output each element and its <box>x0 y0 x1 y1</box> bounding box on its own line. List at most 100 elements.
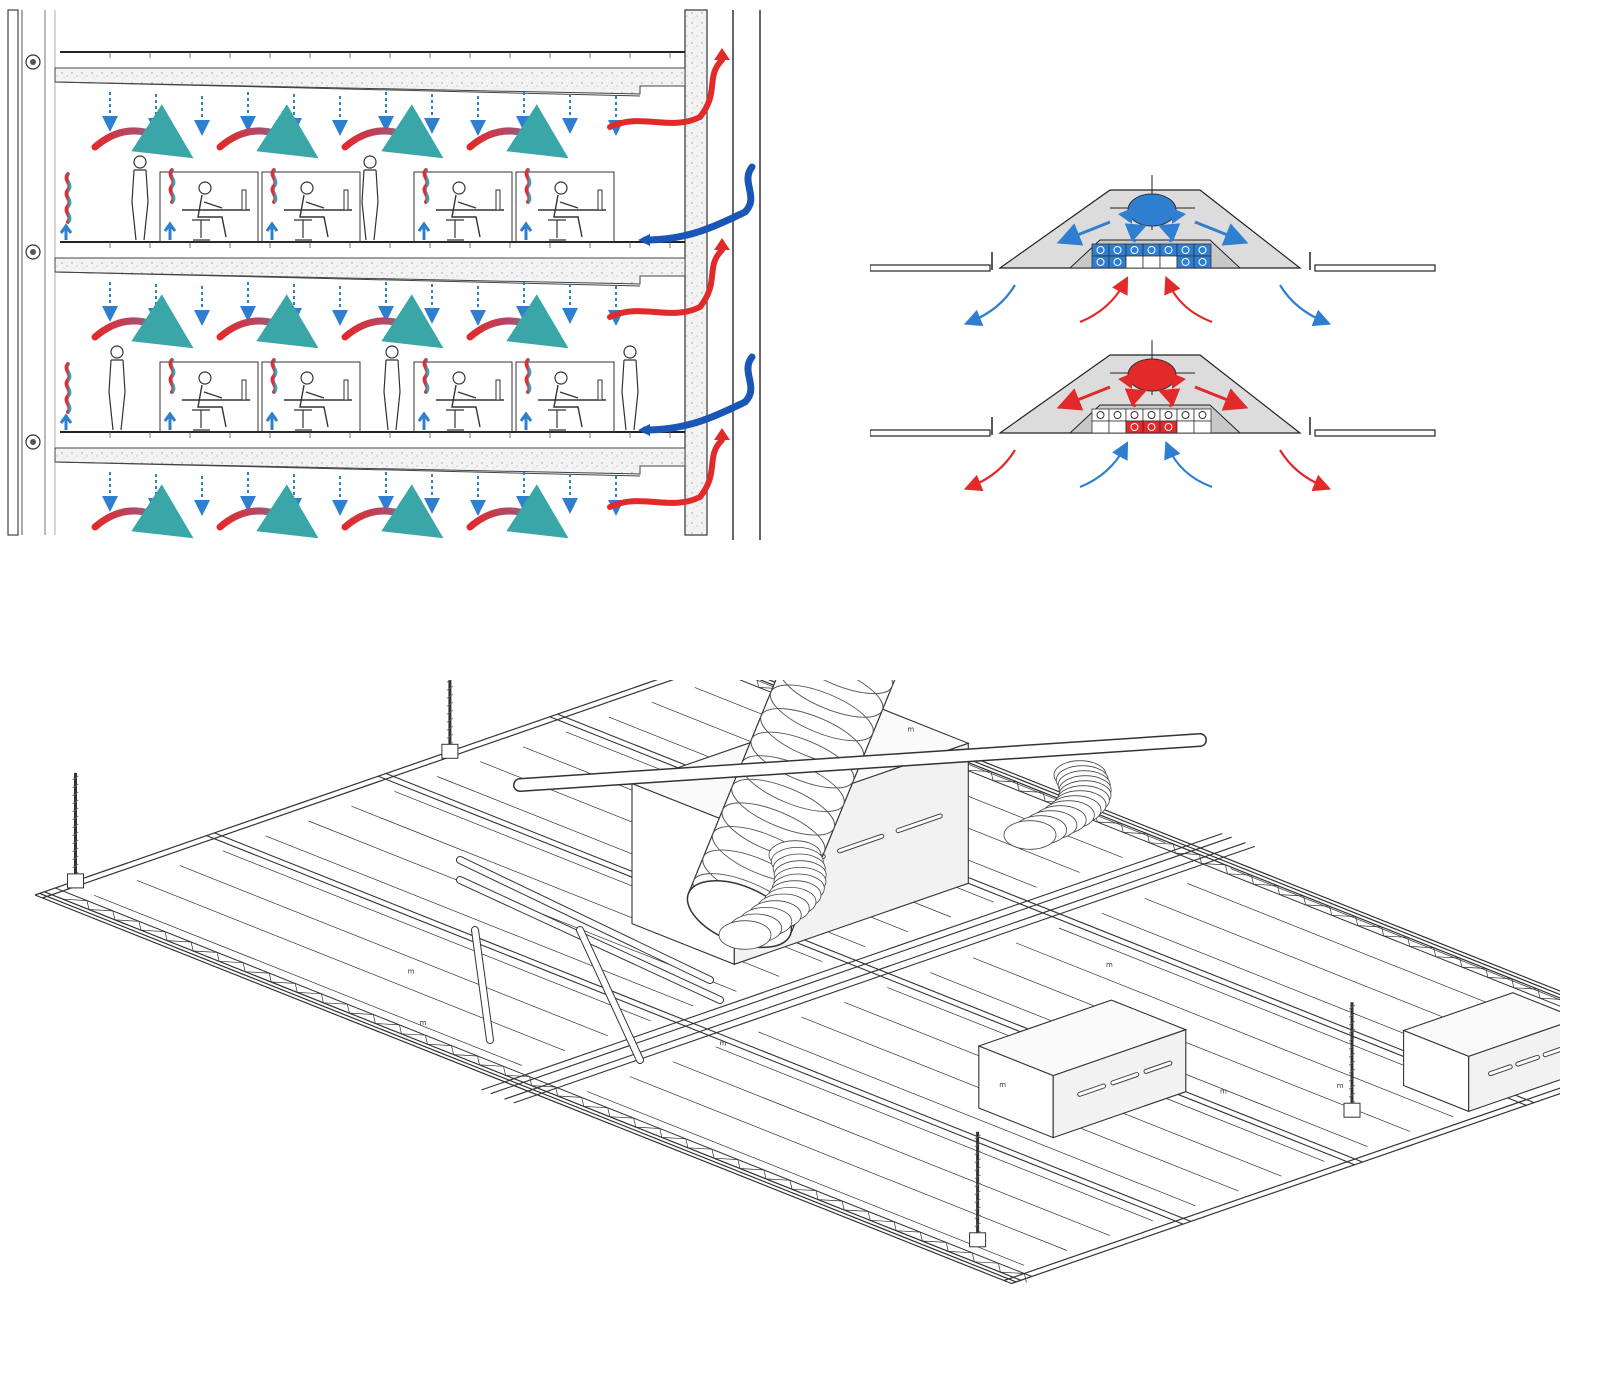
rod-thread <box>1348 1084 1356 1090</box>
person-body <box>553 384 583 428</box>
hanger-bracket <box>67 873 84 889</box>
rod-thread <box>446 709 454 715</box>
workstation-cubicle <box>159 171 259 243</box>
standing-person-body <box>383 359 401 431</box>
truss-web <box>1433 947 1437 957</box>
flex-duct-ring <box>718 920 772 950</box>
component-tag: m <box>1220 1088 1227 1096</box>
slot-cell <box>1193 243 1212 257</box>
heat-plume <box>524 168 532 204</box>
supply-arrow-out <box>1279 449 1332 492</box>
truss-web <box>1355 916 1359 926</box>
slot-hole <box>1113 411 1122 419</box>
truss-web <box>844 1209 869 1212</box>
rod-thread <box>1348 1044 1356 1050</box>
recirculation-arc <box>91 484 194 539</box>
ceiling-slat <box>972 957 1411 1132</box>
exhaust-wave <box>607 437 725 510</box>
rod-thread <box>72 831 79 837</box>
person-body <box>451 194 481 238</box>
core-wall <box>684 9 708 536</box>
monitor <box>241 379 247 401</box>
office-chair <box>446 219 464 241</box>
person-arm <box>203 201 223 209</box>
rod-thread <box>446 680 452 683</box>
ceiling-slat <box>672 1061 1111 1236</box>
internal-arrow <box>1194 220 1249 246</box>
heat-plume <box>168 358 176 394</box>
slot-hole <box>1130 258 1139 266</box>
rod-thread <box>974 1214 981 1220</box>
truss-web <box>893 1221 897 1231</box>
truss-web <box>1253 883 1278 886</box>
truss-web <box>427 1043 452 1046</box>
person-head <box>554 181 568 195</box>
person-head <box>452 371 466 385</box>
supply-arrow-out <box>1279 284 1332 327</box>
truss-web <box>1537 989 1541 999</box>
supply-arrow-out <box>963 449 1016 492</box>
slot-hole <box>1130 411 1139 419</box>
slot-hole <box>1096 423 1105 431</box>
left-rail <box>34 680 658 896</box>
vent-slot-inner <box>1078 1084 1106 1096</box>
building-section-diagram <box>0 0 770 560</box>
person-head <box>198 371 212 385</box>
truss-web <box>323 1002 348 1005</box>
diffuser-diagram <box>870 170 1470 530</box>
slot-hole <box>1181 423 1190 431</box>
slot-cell <box>1142 255 1161 269</box>
ceiling-panel-left <box>870 429 991 437</box>
supply-arrow-out <box>963 284 1016 327</box>
truss-web <box>1097 821 1122 824</box>
standing-person-head <box>110 345 124 359</box>
standing-person-body <box>621 359 639 431</box>
truss-web <box>557 1095 582 1098</box>
front-rail <box>39 892 1017 1283</box>
rod-thread <box>72 815 79 821</box>
rod-thread <box>1348 1036 1356 1042</box>
workstation-cubicle <box>261 171 361 243</box>
slot-cell <box>1091 420 1110 434</box>
perimeter-plume <box>64 362 72 414</box>
carrier-channel <box>377 775 1355 1166</box>
truss-web <box>867 1211 871 1221</box>
truss-web <box>529 1076 533 1086</box>
duct-seam <box>769 684 874 742</box>
slot-hole <box>1198 423 1207 431</box>
truss-web <box>193 950 218 953</box>
slot-hole <box>1113 423 1122 431</box>
slot-hole <box>1164 258 1173 266</box>
slot-hole <box>1181 258 1190 266</box>
truss-web <box>1123 832 1148 835</box>
recirculation-arc <box>466 104 569 159</box>
concrete-slab <box>54 257 686 285</box>
slot-hole <box>1130 246 1139 254</box>
recirculation-arc <box>91 104 194 159</box>
rod-thread <box>72 791 79 797</box>
truss-web <box>86 900 90 910</box>
workstation-cubicle <box>261 361 361 433</box>
pipe-fill <box>577 927 643 1063</box>
rod-thread <box>446 733 454 739</box>
person-arm <box>559 391 579 399</box>
workstation-cubicle <box>413 171 513 243</box>
rod-thread <box>1348 1052 1356 1058</box>
person-arm <box>559 201 579 209</box>
floor-supply-arrow <box>417 411 431 430</box>
main-carrier <box>481 832 1223 1091</box>
ceiling-panel-right <box>1314 264 1436 272</box>
truss-web <box>505 1074 530 1078</box>
pipe-fill <box>472 927 493 1043</box>
perimeter-supply-arrow <box>59 223 73 240</box>
rod-thread <box>446 725 454 731</box>
slot-hole <box>1147 246 1156 254</box>
rod-thread <box>72 839 79 845</box>
truss-web <box>789 1180 793 1190</box>
monitor <box>495 189 501 211</box>
truss-web <box>112 910 116 920</box>
truss-web <box>271 981 296 984</box>
rod-thread <box>1348 1012 1356 1018</box>
